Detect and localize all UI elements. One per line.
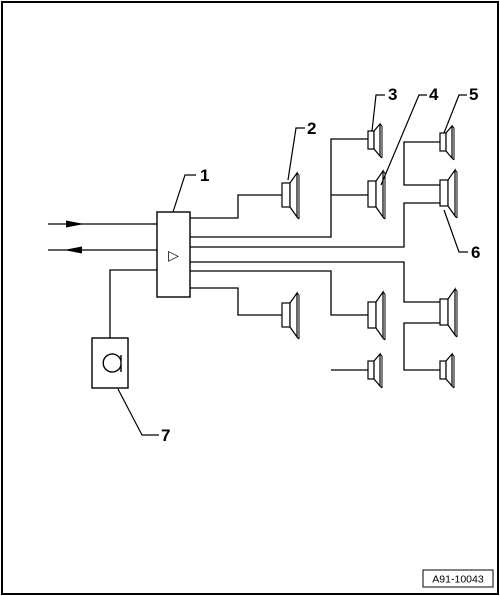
callout-4: 4 [429,85,439,104]
speaker-6 [439,168,458,219]
callout-6: 6 [471,243,480,262]
reference-code-box: A91-10043 [422,569,494,588]
arrow-left-icon [64,246,82,254]
amplifier: ▷ [156,211,191,298]
callout-3: 3 [388,85,397,104]
amplifier-symbol-icon: ▷ [168,248,179,264]
callout-7: 7 [161,426,170,445]
arrow-right-icon [66,220,84,228]
speaker-lower-left [281,291,300,340]
component-7 [91,269,157,389]
input-signal-line [48,220,157,228]
component-7-symbol-icon [102,353,122,373]
reference-code: A91-10043 [432,574,484,586]
speaker-lower-middle-lower [367,352,383,389]
speaker-lower-middle-upper [367,290,386,341]
callout-2: 2 [307,119,316,138]
speaker-wiring [190,138,440,371]
callout-1: 1 [200,166,209,185]
speaker-lower-right-lower [439,352,455,389]
callout-leaders [117,94,468,436]
output-signal-line [48,246,157,254]
speaker-2 [281,171,300,220]
speaker-3 [367,122,383,159]
speaker-5 [439,124,455,161]
speaker-4 [367,169,386,220]
callout-5: 5 [469,85,478,104]
speaker-lower-right-upper [439,287,458,338]
